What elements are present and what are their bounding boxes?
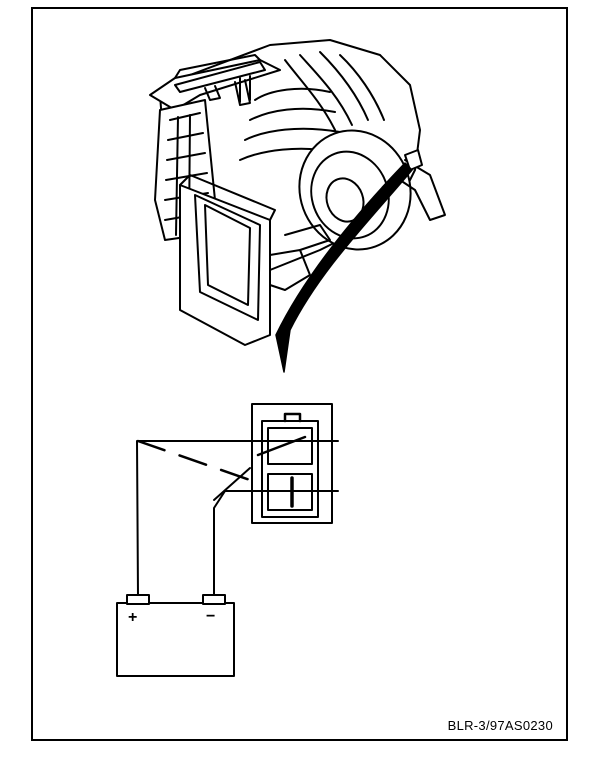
reference-code: BLR-3/97AS0230 [447,718,553,733]
battery: + − [116,594,235,677]
blower-unit [149,39,446,346]
wiring [136,439,339,597]
positive-terminal [126,594,150,605]
negative-terminal [202,594,226,605]
negative-wire [213,490,339,597]
positive-symbol: + [128,609,137,626]
negative-symbol: − [206,608,215,625]
connector-terminal [251,403,333,524]
callout-arrow [275,162,413,373]
